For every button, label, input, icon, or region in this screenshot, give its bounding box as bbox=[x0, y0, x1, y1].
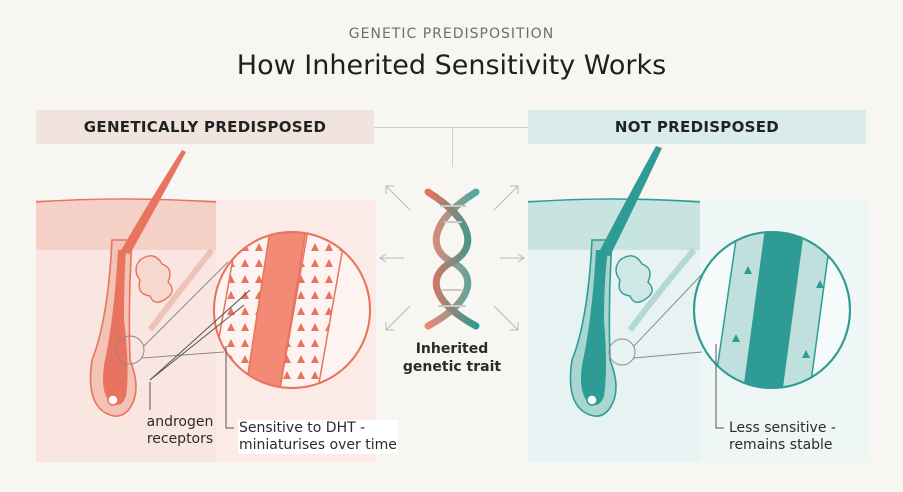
center-label-line1: Inherited bbox=[415, 341, 489, 357]
panel-heading-predisposed: GENETICALLY PREDISPOSED bbox=[36, 110, 374, 144]
left-muscle bbox=[147, 248, 215, 332]
left-receptor-callout-1 bbox=[149, 289, 251, 381]
eyebrow-label: GENETIC PREDISPOSITION bbox=[348, 26, 555, 42]
sensitive-label-line2: miniaturises over time bbox=[239, 437, 397, 453]
center-dna bbox=[379, 185, 525, 331]
left-panel bbox=[35, 150, 376, 462]
left-shaft-band bbox=[243, 232, 307, 388]
left-zoom-content bbox=[214, 232, 370, 388]
center-trait-label: Inherited genetic trait bbox=[392, 340, 512, 376]
header-connector-rule bbox=[374, 127, 528, 128]
right-magnify-line-top bbox=[633, 269, 707, 347]
right-magnify-source bbox=[608, 338, 636, 366]
left-sensitive-callout bbox=[225, 346, 234, 429]
left-skin-line bbox=[35, 198, 217, 203]
center-label-line2: genetic trait bbox=[402, 359, 502, 375]
right-magnify-line-bottom bbox=[633, 351, 703, 359]
right-follicle-inner bbox=[581, 250, 608, 405]
right-zoom-ring bbox=[693, 231, 851, 389]
left-receptor-callout-2 bbox=[149, 304, 245, 381]
left-receptor-band-2 bbox=[277, 232, 347, 388]
page-title: How Inherited Sensitivity Works bbox=[236, 50, 667, 81]
receptors-label-line1: androgen bbox=[146, 414, 214, 430]
left-magnify-line-top bbox=[143, 261, 229, 347]
right-hair-shaft bbox=[598, 146, 662, 256]
right-skin-line bbox=[527, 198, 701, 203]
panel-heading-not-predisposed: NOT PREDISPOSED bbox=[528, 110, 866, 144]
right-zoom-content bbox=[711, 232, 833, 388]
receptors-label: androgen receptors bbox=[138, 414, 222, 448]
header-connector-stem bbox=[452, 127, 453, 167]
left-sebaceous-gland bbox=[135, 255, 173, 303]
stable-label-line2: remains stable bbox=[729, 437, 833, 453]
right-muscle bbox=[627, 248, 697, 332]
stable-label: Less sensitive - remains stable bbox=[728, 420, 837, 454]
right-stable-callout bbox=[715, 344, 724, 429]
left-zoom-ring bbox=[213, 231, 371, 389]
right-sebaceous-gland bbox=[615, 255, 653, 303]
left-papilla bbox=[107, 394, 119, 406]
center-arrows bbox=[379, 185, 525, 331]
receptors-label-line2: receptors bbox=[146, 431, 214, 447]
sensitive-label-line1: Sensitive to DHT - bbox=[239, 420, 366, 436]
left-follicle-inner bbox=[103, 250, 128, 405]
left-magnify-line-bottom bbox=[141, 351, 225, 359]
sensitive-label: Sensitive to DHT - miniaturises over tim… bbox=[238, 420, 398, 454]
right-papilla bbox=[586, 394, 598, 406]
left-hair-shaft bbox=[120, 150, 186, 254]
right-panel bbox=[527, 146, 868, 462]
stable-label-line1: Less sensitive - bbox=[729, 420, 836, 436]
dna-helix-icon bbox=[424, 188, 480, 330]
left-magnify-source bbox=[115, 335, 145, 365]
